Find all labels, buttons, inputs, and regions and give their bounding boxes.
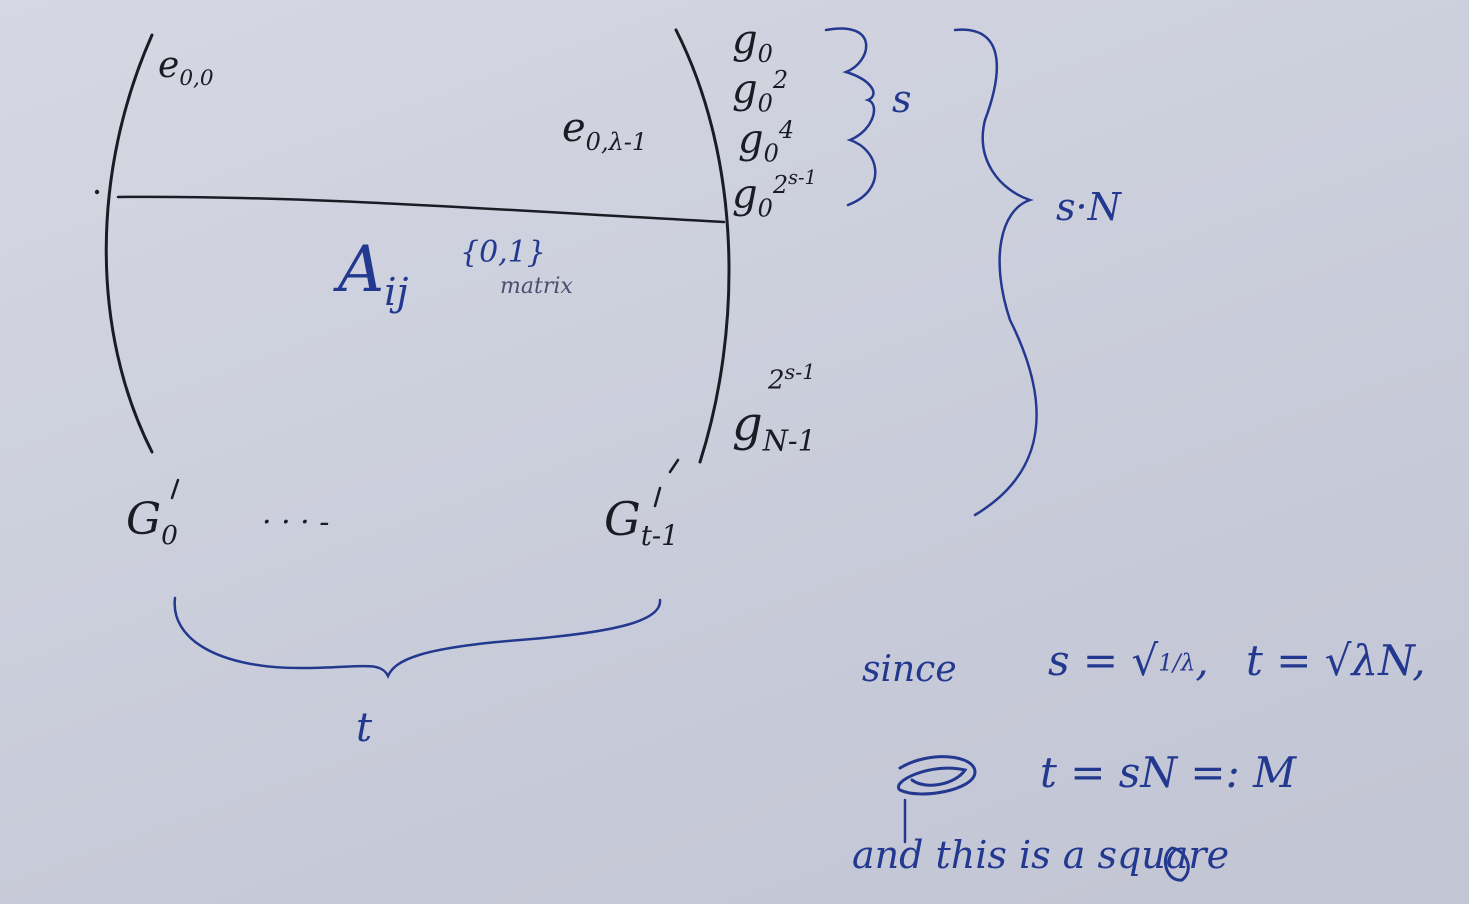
row-label-g-last: gN-1 — [732, 396, 816, 458]
note-square: and this is a square — [852, 833, 1230, 877]
entry-letter: e — [158, 45, 180, 86]
row-label-g-power: g02s-1 — [732, 166, 817, 223]
brace-label-s: s — [892, 77, 912, 121]
small-curly-brace — [824, 27, 877, 207]
entry-subscript: ij — [384, 269, 409, 315]
block-note-set: {0,1} — [460, 235, 546, 270]
matrix-entry-e00: e0,0 — [158, 48, 214, 90]
entry-subscript: 0,λ-1 — [585, 128, 648, 156]
entry-subscript: 0,0 — [179, 66, 214, 92]
entry-letter: e — [562, 105, 586, 151]
entry-letter: A — [338, 233, 385, 307]
prime-mark — [668, 458, 680, 474]
column-label-g-last: Gt-1 — [604, 492, 679, 553]
scribble-mark — [896, 755, 977, 796]
bottom-curly-brace — [173, 596, 662, 679]
note-t-equals: t = √λN, — [1246, 636, 1426, 685]
note-s-equals: s = √1/λ, — [1048, 636, 1209, 685]
big-curly-brace — [953, 28, 1038, 517]
note-since: since — [862, 649, 957, 690]
scribble-mark — [1163, 846, 1190, 882]
prime-mark — [170, 478, 180, 500]
row-label-g-squared: g02 — [732, 66, 789, 118]
brace-label-t: t — [356, 705, 373, 751]
row-label-g-fourth: g04 — [738, 116, 795, 168]
matrix-entry-e0-last: e0,λ-1 — [562, 108, 647, 154]
matrix-right-paren — [674, 28, 731, 464]
column-label-dots: · · · - — [262, 505, 330, 540]
ink-dot — [94, 189, 100, 195]
row-label-g-last-exponent: 2s-1 — [768, 360, 816, 396]
matrix-divider-line — [116, 195, 726, 224]
column-label-g0: G0 — [126, 494, 178, 551]
block-entry-aij: Aij — [338, 238, 408, 312]
block-note-caption: matrix — [500, 274, 573, 299]
brace-label-sN: s·N — [1056, 185, 1121, 229]
row-label-g: g0 — [732, 17, 773, 68]
prime-mark — [653, 486, 662, 508]
matrix-left-paren — [104, 33, 154, 454]
note-t-equals-sn: t = sN =: M — [1040, 748, 1297, 797]
